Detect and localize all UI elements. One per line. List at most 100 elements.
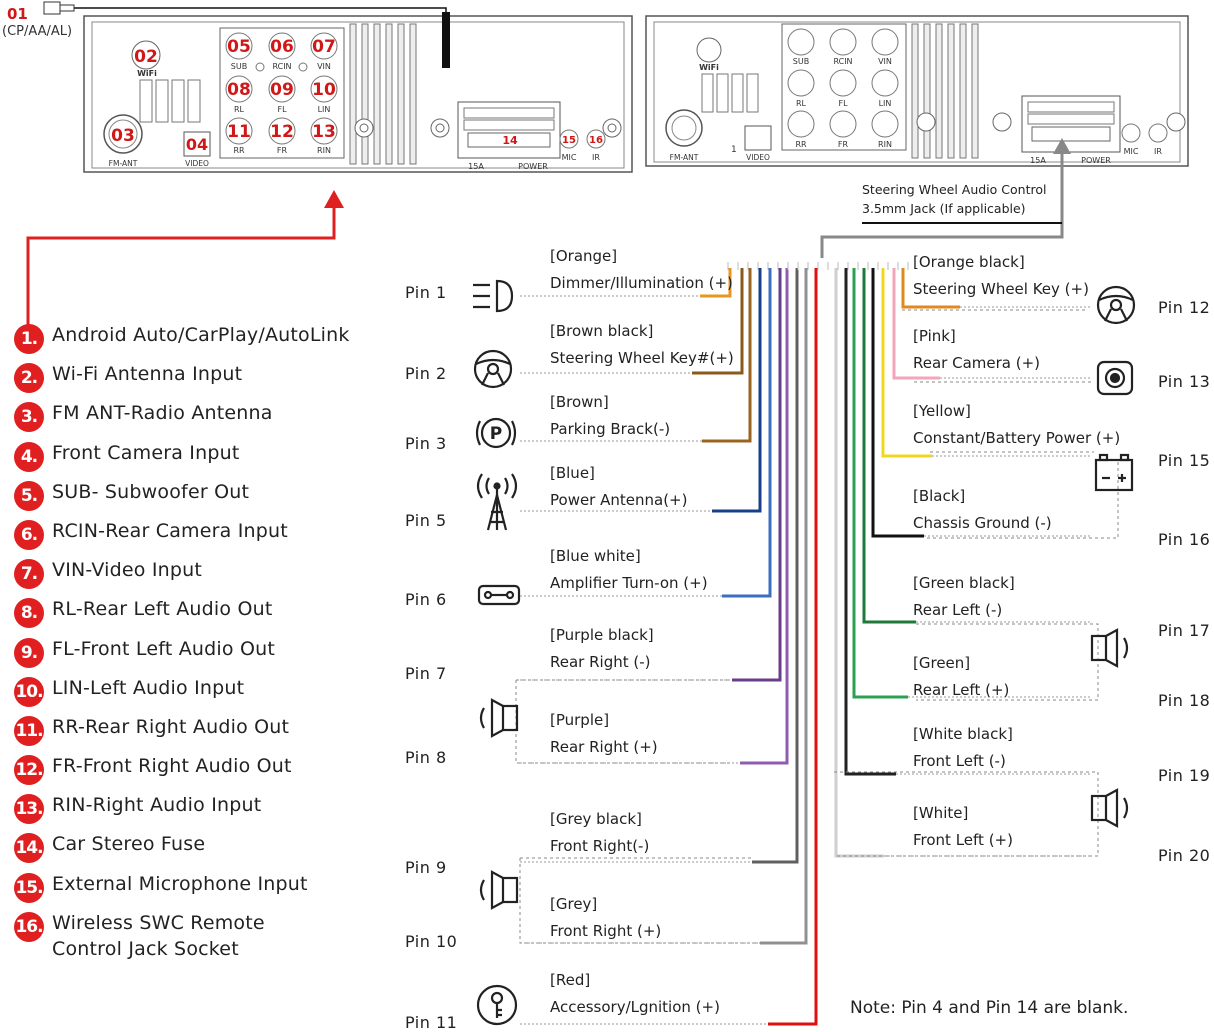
wire-function-label: Rear Camera (+)	[913, 354, 1041, 372]
svg-text:RIN: RIN	[317, 146, 331, 155]
pin-label: Pin 18	[1158, 691, 1211, 710]
svg-text:RL: RL	[796, 99, 807, 108]
legend-number: 8.	[14, 598, 44, 629]
pin-label: Pin 15	[1158, 451, 1211, 470]
wire-pin-3	[702, 268, 752, 443]
wire-function-label: Chassis Ground (-)	[913, 514, 1052, 532]
wire-pin-17	[862, 268, 916, 624]
wire-function-label: Rear Right (+)	[550, 738, 658, 756]
head-unit-left: 02 WiFi 03 FM-ANT 04 VIDEO 05 06 07 08 0…	[2, 1, 633, 173]
wire-function-label: Front Right (+)	[550, 922, 662, 940]
connector-04-label: 04	[186, 135, 208, 154]
legend-item: 14.Car Stereo Fuse	[14, 831, 394, 870]
wire-pin-2	[692, 268, 744, 375]
svg-text:1: 1	[731, 145, 737, 155]
amplifier-icon	[477, 584, 521, 606]
svg-text:RCIN: RCIN	[272, 62, 291, 71]
wire-function-label: Constant/Battery Power (+)	[913, 429, 1121, 447]
pin-label: Pin 13	[1158, 372, 1211, 391]
wire-pin-15	[881, 268, 932, 458]
wire-function-label: Dimmer/Illumination (+)	[550, 274, 733, 292]
pin-label: Pin 19	[1158, 766, 1211, 785]
wire-pin-8	[740, 268, 789, 765]
wire-color-label: [Green]	[913, 654, 971, 672]
legend-item: 11.RR-Rear Right Audio Out	[14, 714, 394, 753]
svg-text:FR: FR	[838, 140, 849, 149]
svg-text:FL: FL	[838, 99, 848, 108]
wire-color-label: [Blue]	[550, 464, 595, 482]
svg-text:WiFi: WiFi	[137, 69, 157, 78]
legend-number: 4.	[14, 441, 44, 472]
wire-color-label: [Purple]	[550, 711, 610, 729]
wire-pin-20	[834, 268, 884, 858]
legend-item: 9.FL-Front Left Audio Out	[14, 636, 394, 675]
legend-number: 7.	[14, 559, 44, 590]
ignition-key-icon	[476, 984, 518, 1026]
connector-13-label: 13	[312, 122, 336, 142]
legend-item: 4.Front Camera Input	[14, 440, 394, 479]
connector-12-label: 12	[270, 122, 294, 142]
svg-text:MIC: MIC	[1124, 147, 1139, 156]
svg-text:VIN: VIN	[878, 57, 892, 66]
svg-text:RL: RL	[234, 105, 245, 114]
wire-pin-1	[700, 268, 732, 298]
connector-05-label: 05	[227, 37, 251, 57]
wire-pin-18	[852, 268, 908, 699]
connector-06-label: 06	[270, 37, 294, 57]
legend-number: 14.	[14, 833, 44, 864]
pin-label: Pin 17	[1158, 621, 1211, 640]
wire-color-label: [Grey]	[550, 895, 598, 913]
wire-color-label: [Orange black]	[913, 253, 1025, 271]
svg-text:VIDEO: VIDEO	[185, 159, 209, 168]
callout-01-sub: (CP/AA/AL)	[2, 24, 72, 39]
wire-function-label: Rear Left (+)	[913, 681, 1010, 699]
legend-item: 2.Wi-Fi Antenna Input	[14, 361, 394, 400]
pin-label: Pin 20	[1158, 846, 1211, 865]
pin-label: Pin 8	[405, 748, 447, 767]
legend-number: 2.	[14, 363, 44, 394]
legend-number: 16.	[14, 911, 44, 942]
wire-function-label: Accessory/Lgnition (+)	[550, 998, 720, 1016]
wire-function-label: Amplifier Turn-on (+)	[550, 574, 708, 592]
svg-text:POWER: POWER	[1081, 156, 1111, 165]
connector-09-label: 09	[270, 80, 294, 100]
wire-bundle	[520, 262, 1090, 1026]
pin-label: Pin 6	[405, 590, 447, 609]
steering-wheel-icon	[473, 349, 513, 389]
pin-label: Pin 1	[405, 283, 447, 302]
svg-text:P: P	[490, 424, 502, 444]
speaker-icon	[1090, 788, 1129, 828]
pin-label: Pin 10	[405, 932, 458, 951]
pin-label: Pin 3	[405, 434, 447, 453]
connector-02-label: 02	[134, 47, 158, 67]
legend-item: 12.FR-Front Right Audio Out	[14, 753, 394, 792]
antenna-icon	[476, 473, 518, 531]
connector-11-label: 11	[227, 122, 251, 142]
speaker-icon	[1090, 628, 1129, 668]
svg-text:MIC: MIC	[562, 153, 577, 162]
wire-function-label: Steering Wheel Key#(+)	[550, 349, 734, 367]
svg-text:VIDEO: VIDEO	[746, 153, 770, 162]
legend-number: 11.	[14, 715, 44, 746]
svg-text:RR: RR	[795, 140, 807, 149]
wire-pin-5	[712, 268, 762, 513]
legend-item: 5.SUB- Subwoofer Out	[14, 479, 394, 518]
svg-text:FM-ANT: FM-ANT	[109, 159, 138, 168]
wire-function-label: Rear Left (-)	[913, 601, 1003, 619]
svg-text:SUB: SUB	[231, 62, 247, 71]
wire-function-label: Rear Right (-)	[550, 653, 651, 671]
speaker-icon	[479, 870, 519, 910]
wire-function-label: Front Left (+)	[913, 831, 1013, 849]
pin-label: Pin 7	[405, 664, 447, 683]
legend-item: 3.FM ANT-Radio Antenna	[14, 400, 394, 439]
svg-text:VIN: VIN	[317, 62, 331, 71]
wire-color-label: [Orange]	[550, 247, 618, 265]
wire-function-label: Power Antenna(+)	[550, 491, 688, 509]
legend-item: 7.VIN-Video Input	[14, 557, 394, 596]
svg-text:IR: IR	[592, 153, 600, 162]
svg-text:LIN: LIN	[879, 99, 892, 108]
wire-color-label: [White black]	[913, 725, 1013, 743]
callout-01-number: 01	[7, 5, 28, 23]
